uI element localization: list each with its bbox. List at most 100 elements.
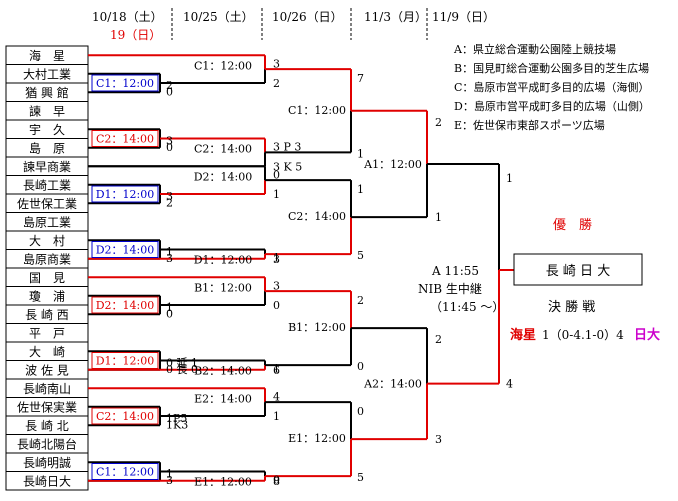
final-team-2: 日大 bbox=[634, 327, 660, 343]
score: 1 bbox=[273, 363, 280, 376]
match-label: C1：12:00 bbox=[194, 59, 252, 72]
venue-d: D：島原市営平成町多目的広場（山側） bbox=[454, 99, 650, 113]
venue-c: C：島原市営平成町多目的広場（海側） bbox=[454, 80, 649, 94]
team-name: 海 星 bbox=[29, 48, 65, 63]
score: 1 bbox=[435, 211, 442, 224]
team-name: 大 崎 bbox=[29, 345, 65, 359]
champion-label: 優 勝 bbox=[553, 218, 592, 233]
final-block: A 11:55 NIB 生中継 （11:45 〜） 優 勝 長 崎 日 大 決 … bbox=[418, 218, 660, 343]
score: 3 K 5 bbox=[273, 160, 302, 173]
score: 0 bbox=[357, 405, 364, 418]
final-result: 1（0-4.1-0）4 bbox=[542, 328, 624, 342]
score: 0 bbox=[273, 474, 280, 487]
score: 5 bbox=[357, 471, 364, 484]
venue-b: B：国見町総合運動公園多目的芝生広場 bbox=[454, 61, 649, 75]
score: 3 bbox=[435, 433, 442, 446]
score: 2 bbox=[273, 77, 280, 90]
match-label: C1：12:00 bbox=[288, 104, 346, 117]
date-10-26: 10/26（日） bbox=[272, 10, 343, 24]
team-name: 瓊 浦 bbox=[29, 288, 65, 303]
date-19: 19（日） bbox=[110, 28, 161, 42]
score: 0 bbox=[273, 299, 280, 312]
score: 1P5 bbox=[166, 412, 187, 425]
score: 1 bbox=[166, 467, 173, 480]
match-label: D2：14:00 bbox=[96, 244, 155, 257]
team-name: 長 崎 西 bbox=[25, 308, 69, 322]
score: 2 bbox=[435, 333, 442, 346]
match-label-box bbox=[91, 296, 159, 314]
date-headers: 10/18（土） 19（日） 10/25（土） 10/26（日） 11/3（月）… bbox=[92, 10, 495, 42]
score: 1 bbox=[166, 301, 173, 314]
date-dividers bbox=[171, 8, 428, 40]
score: 3 bbox=[166, 474, 173, 487]
match-label: C2：14:00 bbox=[194, 143, 252, 156]
score: 3 P 3 bbox=[273, 141, 301, 154]
score: 2 bbox=[435, 116, 442, 129]
final-info-1: A 11:55 bbox=[431, 264, 479, 278]
match-label: A2：14:00 bbox=[363, 378, 422, 391]
match-label: D1：12:00 bbox=[194, 254, 253, 267]
team-name: 長崎南山 bbox=[23, 381, 71, 396]
score: 0 bbox=[273, 168, 280, 181]
team-name: 国 見 bbox=[29, 271, 65, 285]
final-title: 決 勝 戦 bbox=[548, 300, 595, 315]
match-label: C2：14:00 bbox=[96, 133, 154, 146]
score: 2 bbox=[357, 294, 364, 307]
team-name: 島原工業 bbox=[23, 214, 71, 229]
score: 8 bbox=[273, 475, 280, 488]
champion-box bbox=[513, 253, 643, 286]
score: 4 bbox=[506, 378, 513, 391]
score: 0 bbox=[166, 307, 173, 320]
match-label: C1：12:00 bbox=[96, 77, 154, 90]
match-label: C2：14:00 bbox=[288, 210, 346, 223]
venue-a: A：県立総合運動公園陸上競技場 bbox=[453, 42, 616, 56]
match-label: D2：14:00 bbox=[194, 170, 253, 183]
score: 3 bbox=[273, 57, 280, 70]
team-name: 佐世保実業 bbox=[17, 399, 77, 414]
team-name: 島原商業 bbox=[23, 251, 71, 266]
team-name: 平 戸 bbox=[29, 326, 65, 340]
match-label: B2：14:00 bbox=[194, 365, 252, 378]
team-name: 長崎日大 bbox=[23, 474, 71, 488]
team-name: 宇 久 bbox=[29, 123, 65, 137]
match-label: E2：14:00 bbox=[194, 392, 252, 405]
score: 0 bbox=[166, 141, 173, 154]
match-label: D2：14:00 bbox=[96, 299, 155, 312]
match-label: D1：12:00 bbox=[96, 355, 155, 368]
team-name: 佐世保工業 bbox=[17, 197, 77, 211]
match-label-box bbox=[91, 185, 159, 203]
score: 2 bbox=[166, 196, 173, 209]
venue-e: E：佐世保市東部スポーツ広場 bbox=[454, 118, 605, 132]
score: 1 bbox=[273, 188, 280, 201]
team-name: 長崎明誠 bbox=[23, 456, 71, 470]
match-label-box bbox=[91, 241, 159, 258]
match-label-box bbox=[91, 463, 159, 480]
champion-name: 長 崎 日 大 bbox=[546, 264, 610, 279]
final-team-1: 海星 bbox=[510, 327, 536, 343]
team-name: 大村工業 bbox=[23, 67, 71, 81]
team-name: 島 原 bbox=[29, 140, 65, 155]
score: 1 bbox=[357, 147, 364, 160]
score: 1 bbox=[506, 172, 513, 185]
score: 1 bbox=[357, 183, 364, 196]
team-name: 長 崎 北 bbox=[25, 419, 69, 433]
score: 3 bbox=[166, 252, 173, 265]
final-info-2: NIB 生中継 bbox=[418, 281, 482, 296]
match-label: E1：12:00 bbox=[194, 476, 252, 489]
score: 2 bbox=[166, 79, 173, 92]
match-label: A1：12:00 bbox=[363, 158, 422, 171]
match-label-box bbox=[91, 352, 159, 369]
date-10-25: 10/25（土） bbox=[183, 10, 254, 24]
team-name: 長崎工業 bbox=[23, 178, 71, 192]
date-11-3: 11/3（月） bbox=[364, 10, 427, 24]
match-label: C2：14:00 bbox=[96, 410, 154, 423]
score: 0 bbox=[357, 360, 364, 373]
score: 3 bbox=[166, 134, 173, 147]
score: 0 延 1 bbox=[166, 356, 198, 369]
score: 1 bbox=[273, 252, 280, 265]
score: 5 bbox=[357, 249, 364, 262]
date-10-18: 10/18（土） bbox=[92, 10, 163, 24]
score: 0 長 0 bbox=[166, 363, 198, 376]
